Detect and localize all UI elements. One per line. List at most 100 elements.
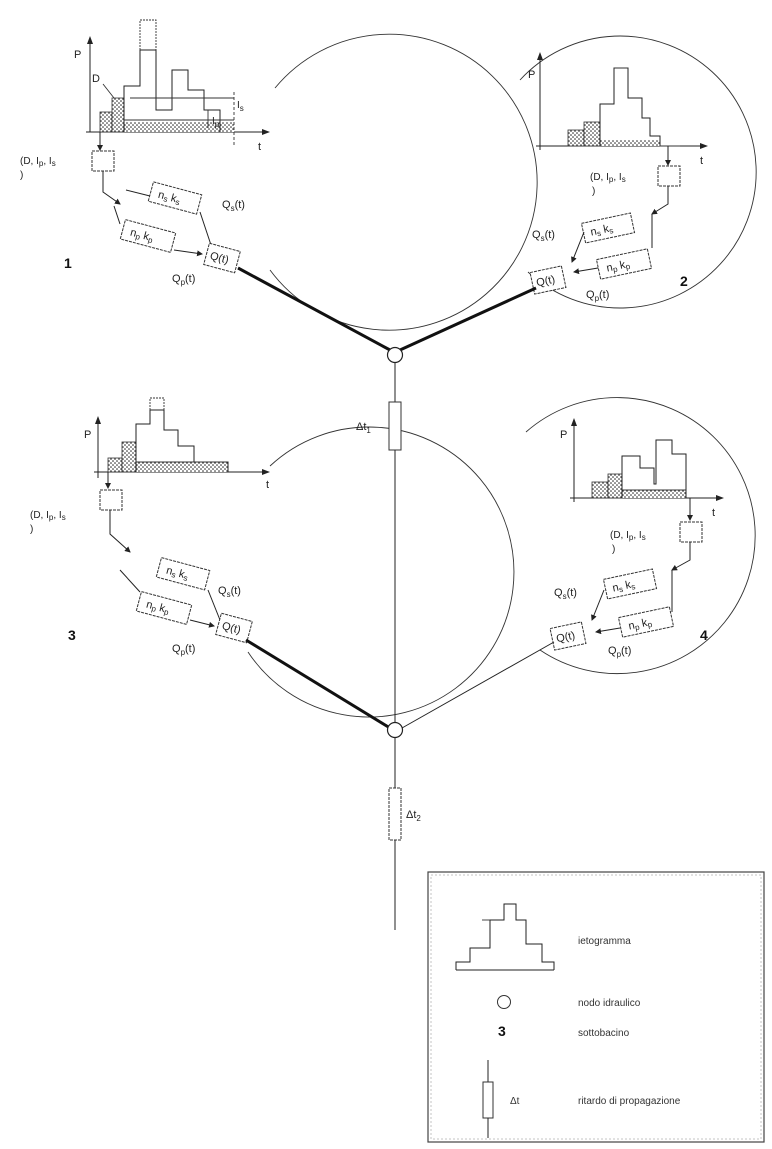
input-params-close: ) — [30, 524, 33, 535]
input-params: (D, Ip, Is — [610, 530, 646, 542]
input-params: (D, Ip, Is — [20, 156, 56, 168]
surface-outflow — [571, 231, 585, 263]
hyetograph-outline — [621, 439, 687, 498]
subsurface-model-box — [135, 590, 193, 626]
delay-box-2 — [388, 787, 402, 841]
dotted-bar — [607, 473, 623, 499]
subbasin-number: 3 — [68, 627, 76, 643]
input-params: (D, Ip, Is — [30, 510, 66, 522]
outflow-box — [215, 612, 253, 644]
hydraulic-node-upper — [386, 346, 404, 364]
subbasin-2-boundary — [519, 35, 757, 309]
subsurface-outflow — [189, 619, 215, 628]
input-to-models — [109, 510, 131, 553]
dotted-bar — [111, 97, 125, 133]
outflow-box — [529, 265, 567, 295]
surface-outflow — [207, 589, 221, 621]
subbasin-3: P t (D, Ip, Is ) nsks npkp Qs(t) Qp(t) Q… — [30, 397, 515, 718]
qs-label: Qs(t) — [554, 587, 577, 601]
subbasin-4: P t (D, Ip, Is ) nsks npkp Qs(t) Qp(t) Q… — [525, 397, 756, 674]
input-params-close: ) — [20, 170, 23, 181]
input-params-close: ) — [612, 544, 615, 555]
surface-model-label: nsks — [589, 222, 614, 239]
label-ip: Ip — [212, 116, 220, 129]
legend-node-label: nodo idraulico — [578, 998, 641, 1009]
hydraulic-node-lower — [386, 721, 404, 739]
legend-subbasin-label: sottobacino — [578, 1028, 630, 1039]
d-pointer — [102, 83, 115, 99]
legend-frame — [427, 871, 765, 1143]
subbasin-3-boundary — [247, 426, 515, 718]
qs-label: Qs(t) — [532, 229, 555, 243]
outflow-label: Q(t) — [209, 250, 230, 266]
reach-subbasin-4 — [401, 641, 555, 729]
qs-label: Qs(t) — [222, 199, 245, 213]
hyetograph-outline — [599, 67, 661, 146]
branch-split — [119, 569, 141, 593]
reach-subbasin-1 — [237, 266, 391, 352]
dotted-bar — [107, 457, 123, 473]
subsurface-model-label: npkp — [129, 227, 156, 246]
branch-split — [113, 205, 121, 225]
axis-label-t: t — [258, 141, 261, 153]
dotted-bar — [567, 129, 585, 147]
surface-model-label: nsks — [611, 578, 636, 595]
input-to-models — [651, 186, 669, 215]
reach-subbasin-2 — [399, 286, 537, 352]
axis-label-p: P — [74, 49, 81, 61]
outflow-box — [203, 242, 241, 274]
legend-inner-frame — [430, 874, 762, 1140]
subsurface-model-label: npkp — [145, 599, 172, 618]
subsurface-model-label: npkp — [627, 616, 653, 634]
legend-delay-label: ritardo di propagazione — [578, 1096, 681, 1107]
subbasin-number: 2 — [680, 273, 688, 289]
input-params-close: ) — [592, 186, 595, 197]
t-axis-arrow-icon — [262, 129, 270, 135]
subbasin-symbol: 3 — [498, 1023, 506, 1039]
delay-symbol: Δt — [510, 1096, 520, 1107]
hyetograph-peak — [149, 397, 165, 410]
dotted-base — [136, 462, 228, 472]
surface-outflow — [591, 589, 605, 621]
subsurface-model-box — [119, 218, 177, 254]
axis-label-t: t — [266, 479, 269, 491]
dotted-bar — [591, 481, 609, 499]
p-axis-arrow-icon — [95, 416, 101, 424]
input-box — [99, 489, 123, 511]
input-params: (D, Ip, Is — [590, 172, 626, 184]
surface-model-label: nsks — [165, 565, 190, 583]
delay-box-1 — [388, 401, 402, 451]
t-axis-arrow-icon — [716, 495, 724, 501]
label-is: Is — [237, 100, 244, 113]
subbasin-1: P t D Is Ip (D, Ip, Is ) nsks npkp — [20, 19, 538, 331]
hyetograph-peak — [139, 19, 157, 50]
t-axis-arrow-icon — [262, 469, 270, 475]
p-axis-arrow-icon — [537, 52, 543, 60]
subbasin-2: P t (D, Ip, Is ) nsks npkp Qs(t) Qp(t) Q… — [519, 35, 757, 309]
subsurface-outflow — [573, 267, 599, 275]
axis-label-p: P — [84, 429, 91, 441]
axis-label-p: P — [528, 69, 535, 81]
reach-subbasin-3 — [245, 638, 391, 730]
dotted-bar — [121, 441, 137, 473]
qs-label: Qs(t) — [218, 585, 241, 599]
hyetograph-icon — [455, 903, 555, 971]
delay-label-1: Δt1 — [356, 421, 371, 435]
surface-model-box — [155, 556, 211, 591]
subbasin-number: 1 — [64, 255, 72, 271]
outflow-label: Q(t) — [535, 274, 556, 290]
surface-model-box — [147, 181, 203, 215]
hyetograph-outline — [123, 49, 221, 132]
p-axis-arrow-icon — [87, 36, 93, 44]
subsurface-outflow — [595, 627, 621, 635]
subsurface-model-label: npkp — [605, 258, 631, 276]
axis-label-p: P — [560, 429, 567, 441]
dotted-base — [622, 490, 686, 498]
subsurface-model-box — [595, 248, 653, 280]
subbasin-4-boundary — [525, 397, 756, 674]
axis-label-t: t — [700, 155, 703, 167]
node-icon — [497, 995, 511, 1009]
qp-label: Qp(t) — [586, 289, 609, 303]
dotted-bar — [583, 121, 601, 147]
